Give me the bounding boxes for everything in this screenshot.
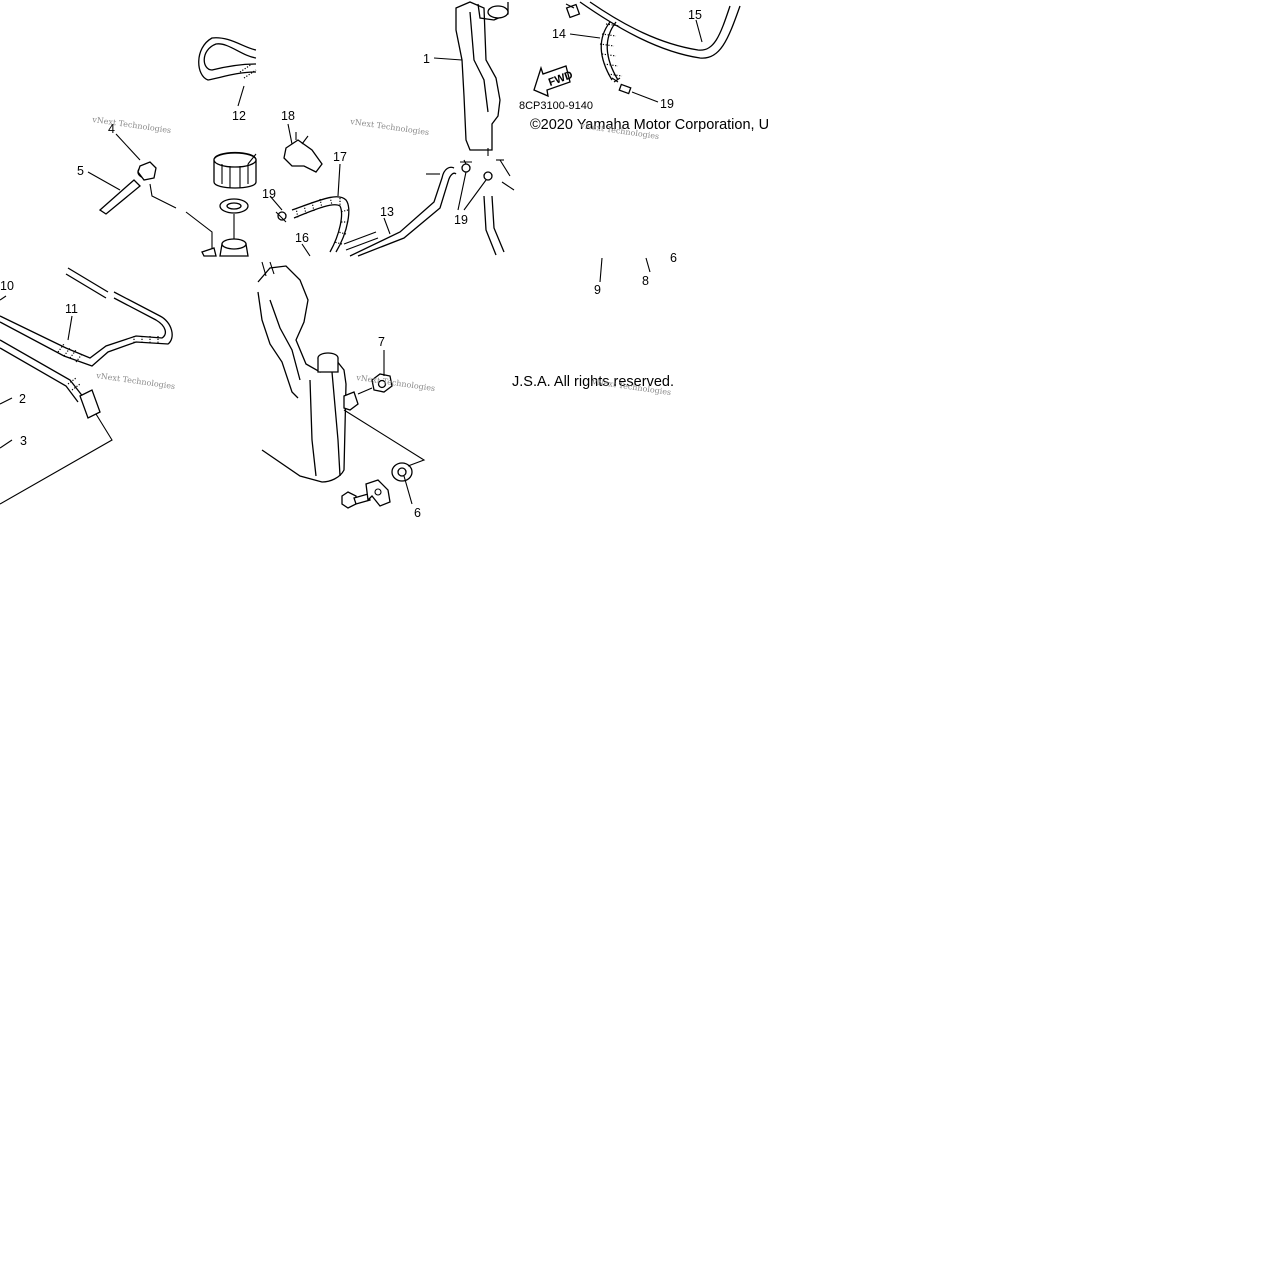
callout-18: 18: [281, 109, 295, 123]
callout-1: 1: [423, 52, 430, 66]
callout-3: 3: [20, 434, 27, 448]
nut-7: [357, 373, 393, 395]
pipe-13: [343, 166, 457, 257]
leader-lines: [0, 19, 703, 505]
reservoir-tank-upper: [455, 1, 509, 151]
copyright-line-2: J.S.A. All rights reserved.: [512, 374, 674, 390]
callout-19-left: 19: [262, 187, 276, 201]
hose-17: [291, 196, 350, 253]
callout-9: 9: [594, 283, 601, 297]
callout-15: 15: [688, 8, 702, 22]
callout-10: 10: [0, 279, 14, 293]
callout-12: 12: [232, 109, 246, 123]
callout-11: 11: [65, 302, 78, 316]
callout-14: 14: [552, 27, 566, 41]
watermark-3: vNext Technologies: [95, 371, 176, 391]
callout-6-right: 6: [670, 251, 677, 265]
callout-19-right: 19: [660, 97, 674, 111]
joint-4-and-pipe-5: [98, 161, 213, 252]
hose-12: [198, 37, 257, 81]
watermark-2: vNext Technologies: [349, 117, 430, 137]
clamp-19-left: [275, 211, 287, 223]
callout-8: 8: [642, 274, 649, 288]
callout-6-bottom: 6: [414, 506, 421, 520]
hose-15: [565, 1, 741, 59]
reservoir-outlet-hose: [460, 148, 515, 256]
callout-4: 4: [108, 122, 115, 136]
callout-2: 2: [19, 392, 26, 406]
callout-7: 7: [378, 335, 385, 349]
hoses-10-11: [0, 267, 173, 505]
copyright-line-1: ©2020 Yamaha Motor Corporation, U: [530, 117, 769, 133]
spring-hose-14: [599, 21, 632, 95]
callout-13: 13: [380, 205, 394, 219]
reservoir-tank-lower: [257, 261, 359, 483]
clamp-18: [283, 132, 323, 173]
callout-16: 16: [295, 231, 309, 245]
bracket-assembly-6: [341, 409, 426, 509]
callout-5: 5: [77, 164, 84, 178]
callout-17: 17: [333, 150, 347, 164]
watermark-1: vNext Technologies: [91, 115, 172, 135]
part-code: 8CP3100-9140: [519, 100, 593, 112]
callout-19-center: 19: [454, 213, 468, 227]
forward-arrow: FWD: [533, 65, 575, 98]
filler-cap-assembly: [201, 151, 257, 257]
